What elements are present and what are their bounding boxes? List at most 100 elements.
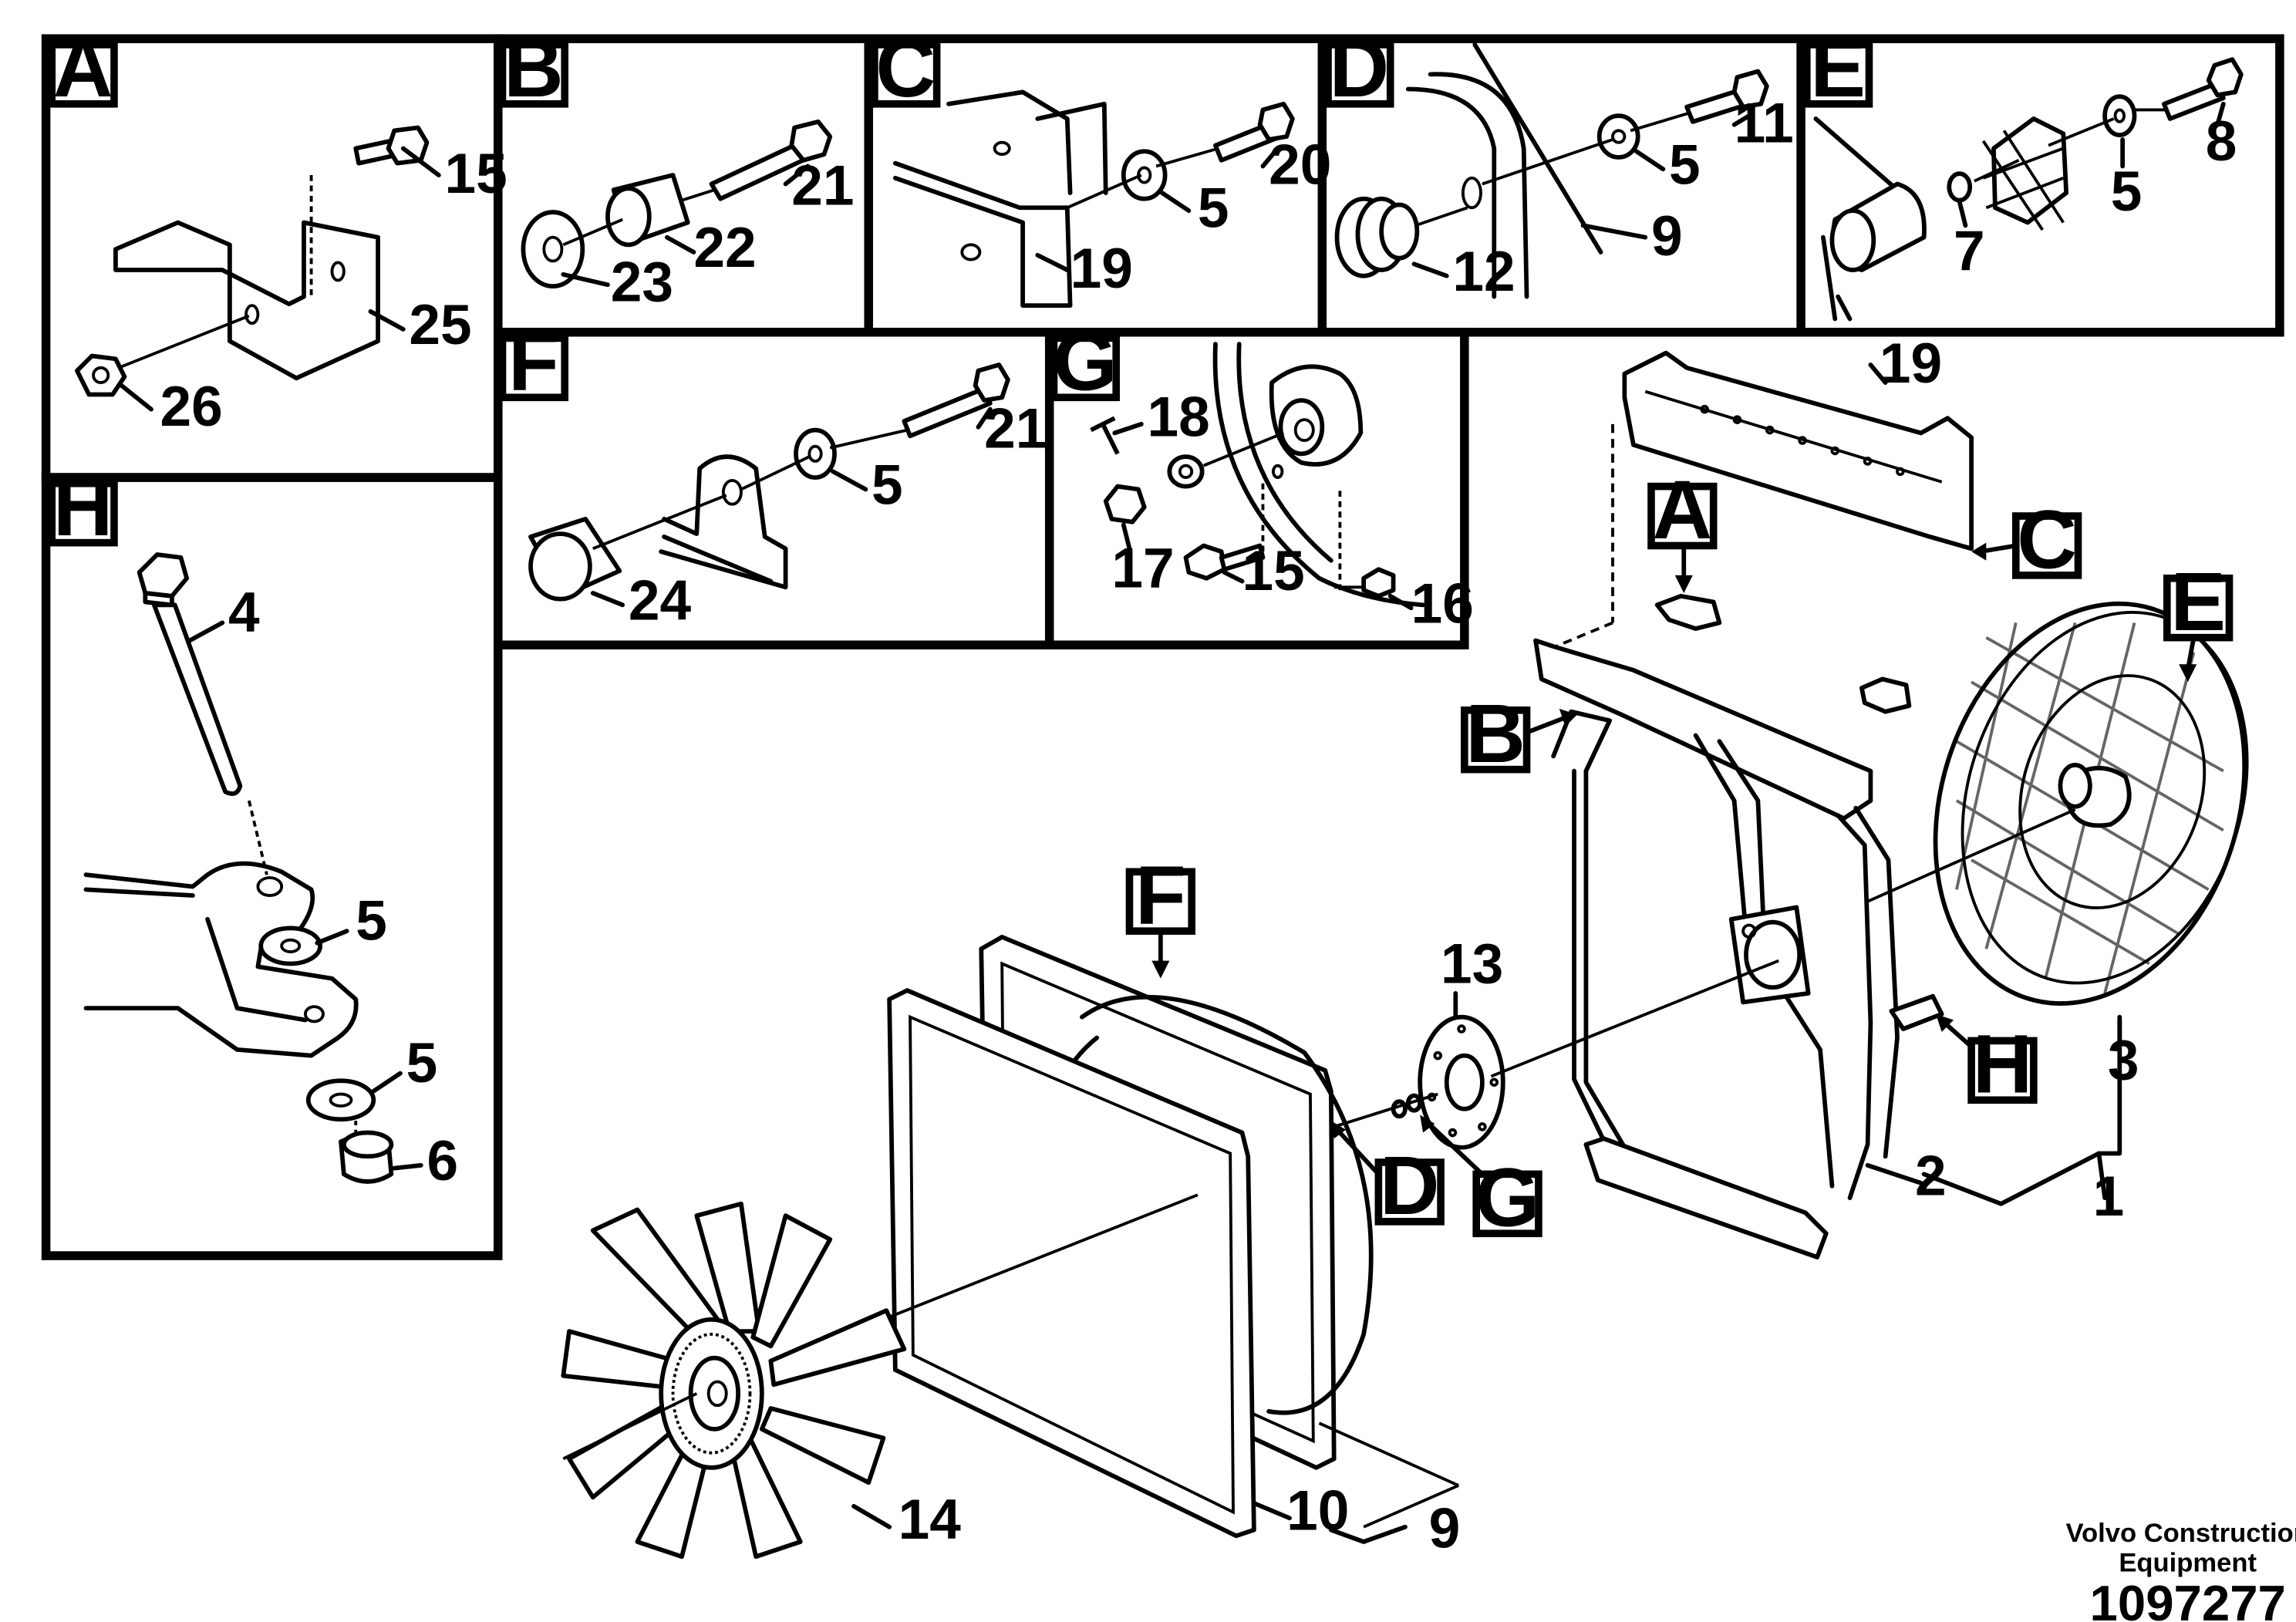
- nut-16: [1361, 567, 1396, 599]
- callout-e-7: 7: [1954, 220, 1985, 282]
- letter-box-h: [48, 479, 118, 547]
- footer-drawing-number: 1097277: [2090, 1575, 2286, 1622]
- bolt-21-f: [902, 386, 993, 439]
- ref-label-b: B: [1465, 687, 1526, 780]
- ref-box-b: [1461, 706, 1531, 774]
- callout-a-26: 26: [160, 376, 223, 438]
- bolt-15-g: [1183, 543, 1227, 581]
- washer-5-d: [1596, 113, 1640, 160]
- callout-g-17: 17: [1111, 537, 1174, 599]
- detail-b-drawing: 21 22 23: [521, 119, 855, 313]
- detail-frames: [41, 34, 2284, 1260]
- callout-main-2: 2: [1915, 1145, 1947, 1207]
- washer-5-h-lower: [305, 1078, 376, 1122]
- callout-g-18: 18: [1148, 386, 1210, 448]
- detail-d-drawing: 11 5 9 12: [1334, 42, 1794, 303]
- callout-g-15: 15: [1242, 540, 1305, 602]
- footer-company-line2: Equipment: [2119, 1548, 2257, 1577]
- detail-letter-boxes: A B C D E F G H: [48, 22, 1873, 553]
- bolt-shank-4: [151, 602, 243, 796]
- callout-a-15: 15: [445, 143, 507, 205]
- detail-label-c: C: [875, 22, 936, 114]
- callout-main-10: 10: [1286, 1480, 1349, 1543]
- ref-box-e: [2163, 574, 2234, 642]
- callout-main-3: 3: [2108, 1029, 2139, 1091]
- callout-e-8: 8: [2206, 110, 2237, 173]
- callout-main-9: 9: [1429, 1498, 1461, 1560]
- callout-f-21: 21: [984, 398, 1047, 460]
- ref-label-e: E: [2170, 555, 2226, 648]
- letter-box-c: [871, 41, 941, 108]
- cotter-pin-18: [1090, 416, 1120, 455]
- detail-label-h: H: [53, 460, 113, 553]
- detail-f-drawing: 21 5 24: [528, 363, 1047, 632]
- shroud-10: [887, 988, 1256, 1539]
- ref-box-d: [1374, 1158, 1445, 1226]
- ref-label-d: D: [1380, 1139, 1440, 1232]
- detail-label-a: A: [53, 22, 113, 114]
- bracket-a-main-right: [1859, 676, 1912, 714]
- main-exploded-view: 19 13 3 2 1 14 10 9 A B C D E F: [561, 332, 2249, 1560]
- detail-label-g: G: [1053, 315, 1118, 408]
- callout-h-4: 4: [228, 582, 260, 644]
- callout-g-16: 16: [1411, 572, 1474, 635]
- ref-label-a: A: [1652, 464, 1712, 556]
- callout-d-12: 12: [1452, 241, 1515, 303]
- washer-23: [521, 210, 585, 289]
- washer-5-f: [794, 427, 837, 480]
- callout-c-5: 5: [1198, 177, 1229, 239]
- lower-cross-member: [1583, 1136, 1829, 1259]
- bracket-a-main: [1654, 593, 1722, 631]
- ref-label-c: C: [2017, 493, 2077, 585]
- callout-main-1: 1: [2093, 1165, 2125, 1228]
- callout-d-11: 11: [1735, 93, 1794, 155]
- callout-a-25: 25: [409, 294, 471, 356]
- callout-h-5-upper: 5: [356, 890, 387, 953]
- callout-b-22: 22: [693, 217, 756, 279]
- letter-box-e: [1802, 41, 1873, 108]
- callout-h-5-lower: 5: [406, 1032, 438, 1094]
- washer-g: [1167, 454, 1205, 489]
- bolt-head-4: [137, 552, 190, 599]
- detail-e-drawing: 8 5 7: [1813, 57, 2244, 322]
- detail-label-f: F: [508, 315, 559, 408]
- callout-c-20: 20: [1269, 134, 1331, 197]
- callout-d-9: 9: [1651, 205, 1683, 268]
- detail-a-drawing: 15 25 26: [75, 125, 507, 438]
- callout-e-5: 5: [2111, 160, 2143, 223]
- detail-label-e: E: [1810, 22, 1866, 114]
- letter-box-g: [1050, 334, 1120, 402]
- callout-c-19: 19: [1070, 238, 1133, 300]
- footer-company-line1: Volvo Construction: [2066, 1519, 2296, 1548]
- callout-main-13: 13: [1441, 932, 1503, 995]
- footer-block: Volvo Construction Equipment 1097277: [2066, 1519, 2296, 1622]
- upper-cross-member: [1533, 638, 1873, 821]
- detail-c-drawing: 20 5 19: [892, 89, 1331, 309]
- ref-label-h: H: [1973, 1018, 2033, 1111]
- letter-box-a: [48, 41, 118, 108]
- letter-box-d: [1324, 41, 1394, 108]
- ref-label-g: G: [1475, 1152, 1540, 1244]
- callout-f-24: 24: [629, 570, 692, 632]
- callout-b-21: 21: [791, 154, 854, 217]
- washer-5-h-upper: [258, 926, 323, 966]
- ref-label-f: F: [1135, 849, 1186, 942]
- ref-box-a: [1647, 482, 1718, 550]
- letter-box-b: [498, 41, 569, 108]
- callout-h-6: 6: [427, 1130, 459, 1192]
- detail-label-b: B: [504, 22, 564, 114]
- bolt-8: [2162, 80, 2226, 121]
- castle-nut-17: [1103, 484, 1147, 524]
- top-frame-bar-19: [1622, 350, 1974, 551]
- washer-5-e: [2102, 94, 2137, 138]
- nut-26: [75, 353, 127, 397]
- callout-d-5: 5: [1669, 134, 1701, 197]
- callout-b-23: 23: [611, 251, 673, 313]
- ref-box-h: [1967, 1037, 2038, 1104]
- detail-g-drawing: 18 17 15 16: [1090, 342, 1474, 635]
- detail-h-drawing: 4 5 5 6: [83, 552, 459, 1192]
- callout-f-5: 5: [872, 454, 903, 517]
- ref-box-g: [1472, 1170, 1542, 1238]
- washer-5-c: [1121, 149, 1168, 201]
